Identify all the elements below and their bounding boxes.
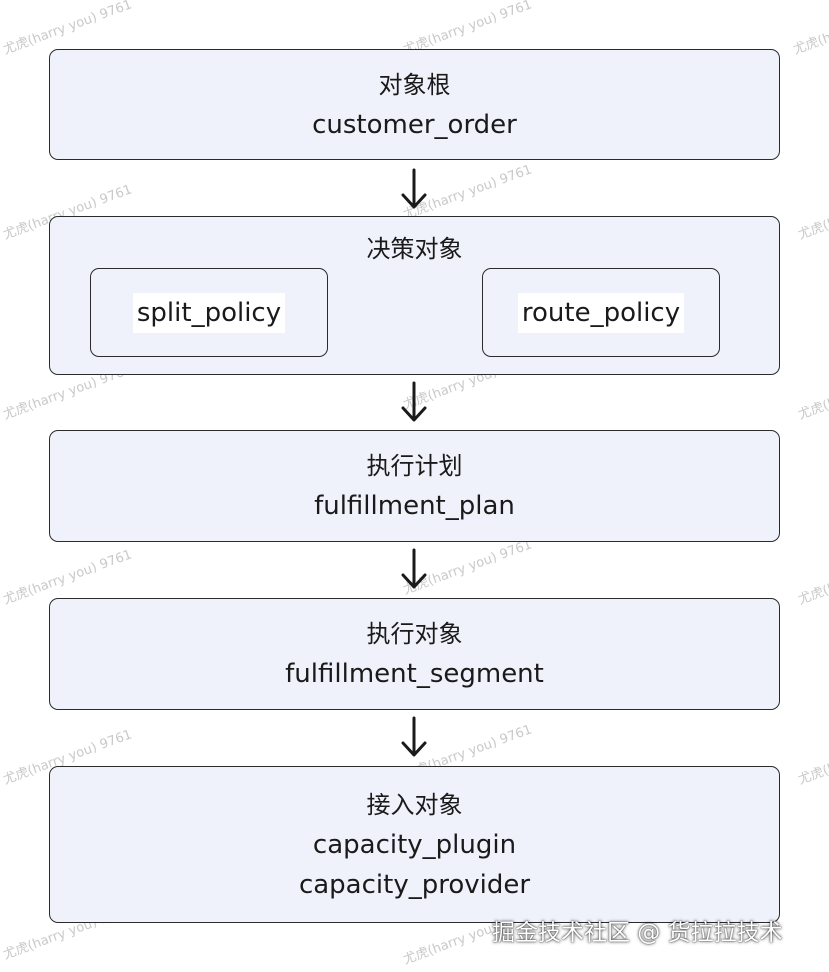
box-item: capacity_provider — [298, 869, 531, 900]
box-item: capacity_plugin — [312, 829, 517, 860]
box-title: 对象根 — [378, 70, 451, 99]
box-item: customer_order — [312, 109, 517, 140]
access-object-box: 接入对象 capacity_plugin capacity_provider — [49, 766, 780, 923]
object-root-box: 对象根 customer_order — [49, 49, 780, 160]
watermark-text: 尤虎(harry you) 9761 — [796, 362, 829, 423]
box-item: fulfillment_segment — [285, 659, 544, 689]
execution-object-box: 执行对象 fulfillment_segment — [49, 598, 780, 710]
node-label: split_policy — [132, 292, 286, 333]
down-arrow-icon — [398, 381, 430, 423]
down-arrow-icon — [398, 168, 430, 210]
route-policy-node: route_policy — [482, 268, 720, 357]
watermark-text: 尤虎(harry you) 9761 — [796, 182, 829, 243]
split-policy-node: split_policy — [90, 268, 328, 357]
down-arrow-icon — [398, 548, 430, 590]
box-title: 决策对象 — [366, 235, 463, 263]
watermark-text: 尤虎(harry you) 9761 — [796, 727, 829, 788]
source-credit: 掘金技术社区 @ 货拉拉技术 — [492, 920, 783, 946]
box-title: 执行计划 — [366, 452, 463, 480]
down-arrow-icon — [398, 716, 430, 758]
box-title: 接入对象 — [366, 790, 463, 819]
watermark-text: 尤虎(harry you) 9761 — [796, 547, 829, 608]
watermark-text: 尤虎(harry you) 9761 — [791, 0, 829, 58]
node-label: route_policy — [517, 292, 685, 333]
box-title: 执行对象 — [366, 620, 463, 648]
decision-object-box: 决策对象 split_policy route_policy — [49, 216, 780, 375]
execution-plan-box: 执行计划 fulfillment_plan — [49, 430, 780, 542]
box-item: fulfillment_plan — [314, 491, 515, 521]
